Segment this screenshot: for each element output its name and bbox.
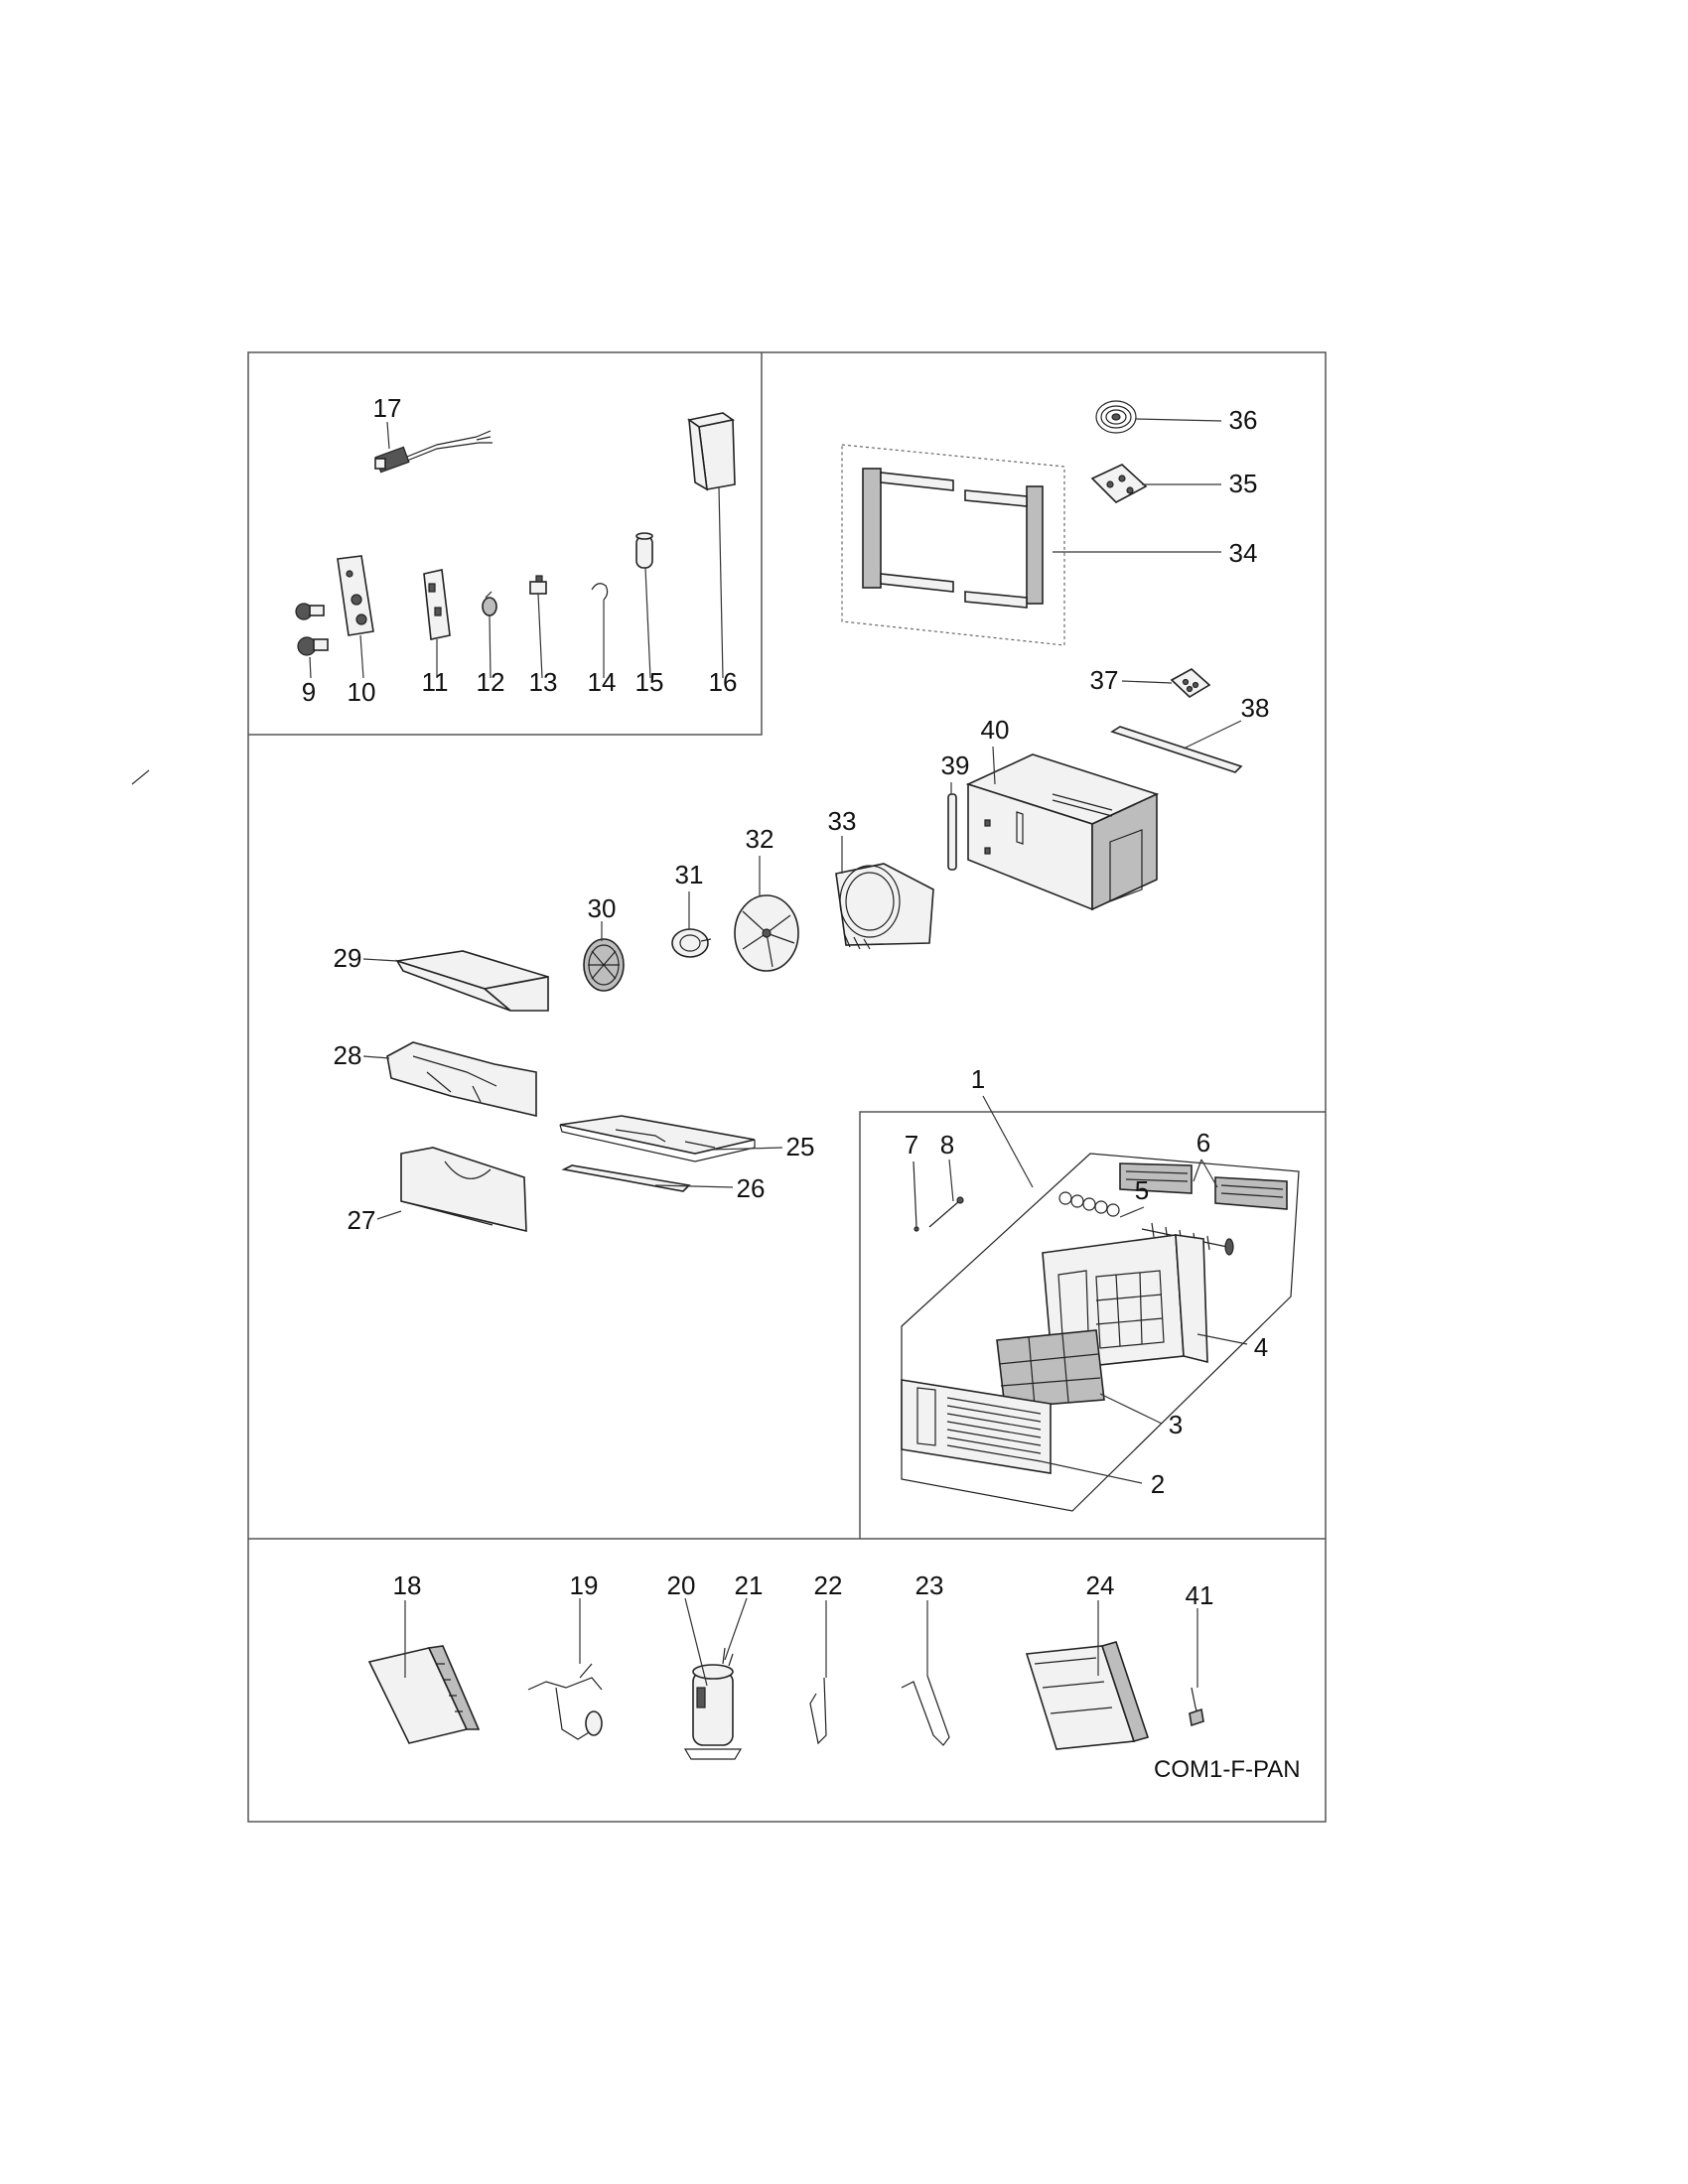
callout-38: 38	[1241, 693, 1270, 723]
callout-19: 19	[570, 1570, 599, 1600]
callout-26: 26	[737, 1173, 766, 1203]
part-26-support-rail[interactable]	[561, 1164, 734, 1192]
callout-29: 29	[334, 943, 362, 973]
part-27-drain-pan[interactable]	[376, 1147, 527, 1233]
callout-3: 3	[1169, 1410, 1183, 1439]
part-11-control-board[interactable]	[423, 569, 451, 678]
callout-39: 39	[941, 751, 970, 780]
part-36-foam-seal[interactable]	[1095, 400, 1222, 434]
callout-21: 21	[735, 1570, 764, 1600]
part-29-duct-cover[interactable]	[362, 950, 549, 1012]
callout-6: 6	[1196, 1128, 1210, 1158]
part-14-clip[interactable]	[591, 583, 609, 678]
diagram-code: COM1-F-PAN	[1154, 1756, 1301, 1783]
callout-40: 40	[981, 715, 1010, 745]
callout-41: 41	[1186, 1580, 1214, 1610]
callout-17: 17	[373, 393, 402, 423]
part-32-fan-blade[interactable]	[734, 856, 799, 972]
callout-37: 37	[1090, 665, 1119, 695]
callout-28: 28	[334, 1040, 362, 1070]
callout-32: 32	[746, 824, 774, 854]
callout-9: 9	[302, 677, 316, 707]
part-12-thermistor[interactable]	[482, 591, 497, 679]
part-24-evaporator-coil[interactable]	[1025, 1600, 1150, 1750]
callout-34: 34	[1229, 538, 1258, 568]
controls-section-frame	[248, 352, 763, 736]
callout-27: 27	[348, 1205, 376, 1235]
part-18-condenser-coil[interactable]	[367, 1600, 481, 1744]
part-34-window-frame-kit[interactable]	[841, 444, 1221, 646]
diagram-frames	[131, 351, 1327, 1823]
callout-33: 33	[828, 806, 857, 836]
part-2-front-grille[interactable]	[901, 1379, 1143, 1484]
part-8-shaft[interactable]	[928, 1159, 964, 1228]
callout-10: 10	[348, 677, 376, 707]
part-19-tubing-assembly[interactable]	[527, 1598, 603, 1740]
part-35-bracket[interactable]	[1090, 464, 1221, 503]
part-13-switch[interactable]	[529, 575, 547, 679]
part-9-control-knobs[interactable]	[295, 603, 329, 679]
callout-7: 7	[905, 1130, 918, 1160]
part-3-air-filter[interactable]	[996, 1329, 1163, 1425]
callout-20: 20	[667, 1570, 696, 1600]
part-40-cabinet[interactable]	[965, 746, 1160, 911]
callout-1: 1	[971, 1064, 985, 1094]
part-30-blower-wheel[interactable]	[583, 921, 625, 992]
part-31-fan-motor[interactable]	[671, 891, 712, 958]
part-20-21-compressor[interactable]	[683, 1597, 748, 1760]
part-22-tube[interactable]	[809, 1600, 827, 1745]
part-39-gasket[interactable]	[947, 782, 957, 871]
callout-5: 5	[1135, 1175, 1149, 1205]
part-23-tube[interactable]	[901, 1600, 950, 1746]
callout-15: 15	[635, 667, 664, 697]
part-38-seal-strip[interactable]	[1110, 720, 1243, 773]
part-28-base-pan[interactable]	[362, 1041, 537, 1118]
callout-22: 22	[814, 1570, 843, 1600]
part-16-cover[interactable]	[687, 412, 736, 679]
part-15-sleeve[interactable]	[635, 532, 653, 679]
callout-23: 23	[915, 1570, 944, 1600]
callout-16: 16	[709, 667, 738, 697]
callout-11: 11	[422, 667, 449, 697]
front-panel-section-frame	[859, 1111, 1326, 1539]
part-7-screw[interactable]	[913, 1160, 919, 1232]
callout-labels: 1 2 3 4 5 6 7 8 9 10 11 12 13 14 15 16 1…	[302, 393, 1270, 1610]
callout-25: 25	[786, 1132, 815, 1161]
stray-mark	[131, 769, 150, 785]
callout-4: 4	[1254, 1332, 1268, 1362]
callout-36: 36	[1229, 405, 1258, 435]
callout-24: 24	[1086, 1570, 1115, 1600]
part-37-bracket[interactable]	[1121, 668, 1211, 698]
callout-13: 13	[529, 667, 558, 697]
part-1-front-panel-assembly-outline[interactable]	[901, 1095, 1300, 1512]
callout-12: 12	[477, 667, 505, 697]
part-6-louvers[interactable]	[1119, 1159, 1288, 1210]
part-25-base-plate[interactable]	[559, 1115, 783, 1162]
callout-8: 8	[940, 1130, 954, 1160]
callout-18: 18	[393, 1570, 422, 1600]
part-17-power-cord[interactable]	[374, 421, 492, 474]
part-41-sensor[interactable]	[1189, 1608, 1204, 1727]
callout-35: 35	[1229, 469, 1258, 498]
callout-14: 14	[588, 667, 617, 697]
callout-2: 2	[1151, 1469, 1165, 1499]
callout-31: 31	[675, 860, 704, 889]
part-33-shroud[interactable]	[835, 836, 934, 950]
callout-30: 30	[588, 893, 617, 923]
part-10-control-panel[interactable]	[337, 555, 374, 679]
outer-frame	[247, 351, 1327, 1823]
